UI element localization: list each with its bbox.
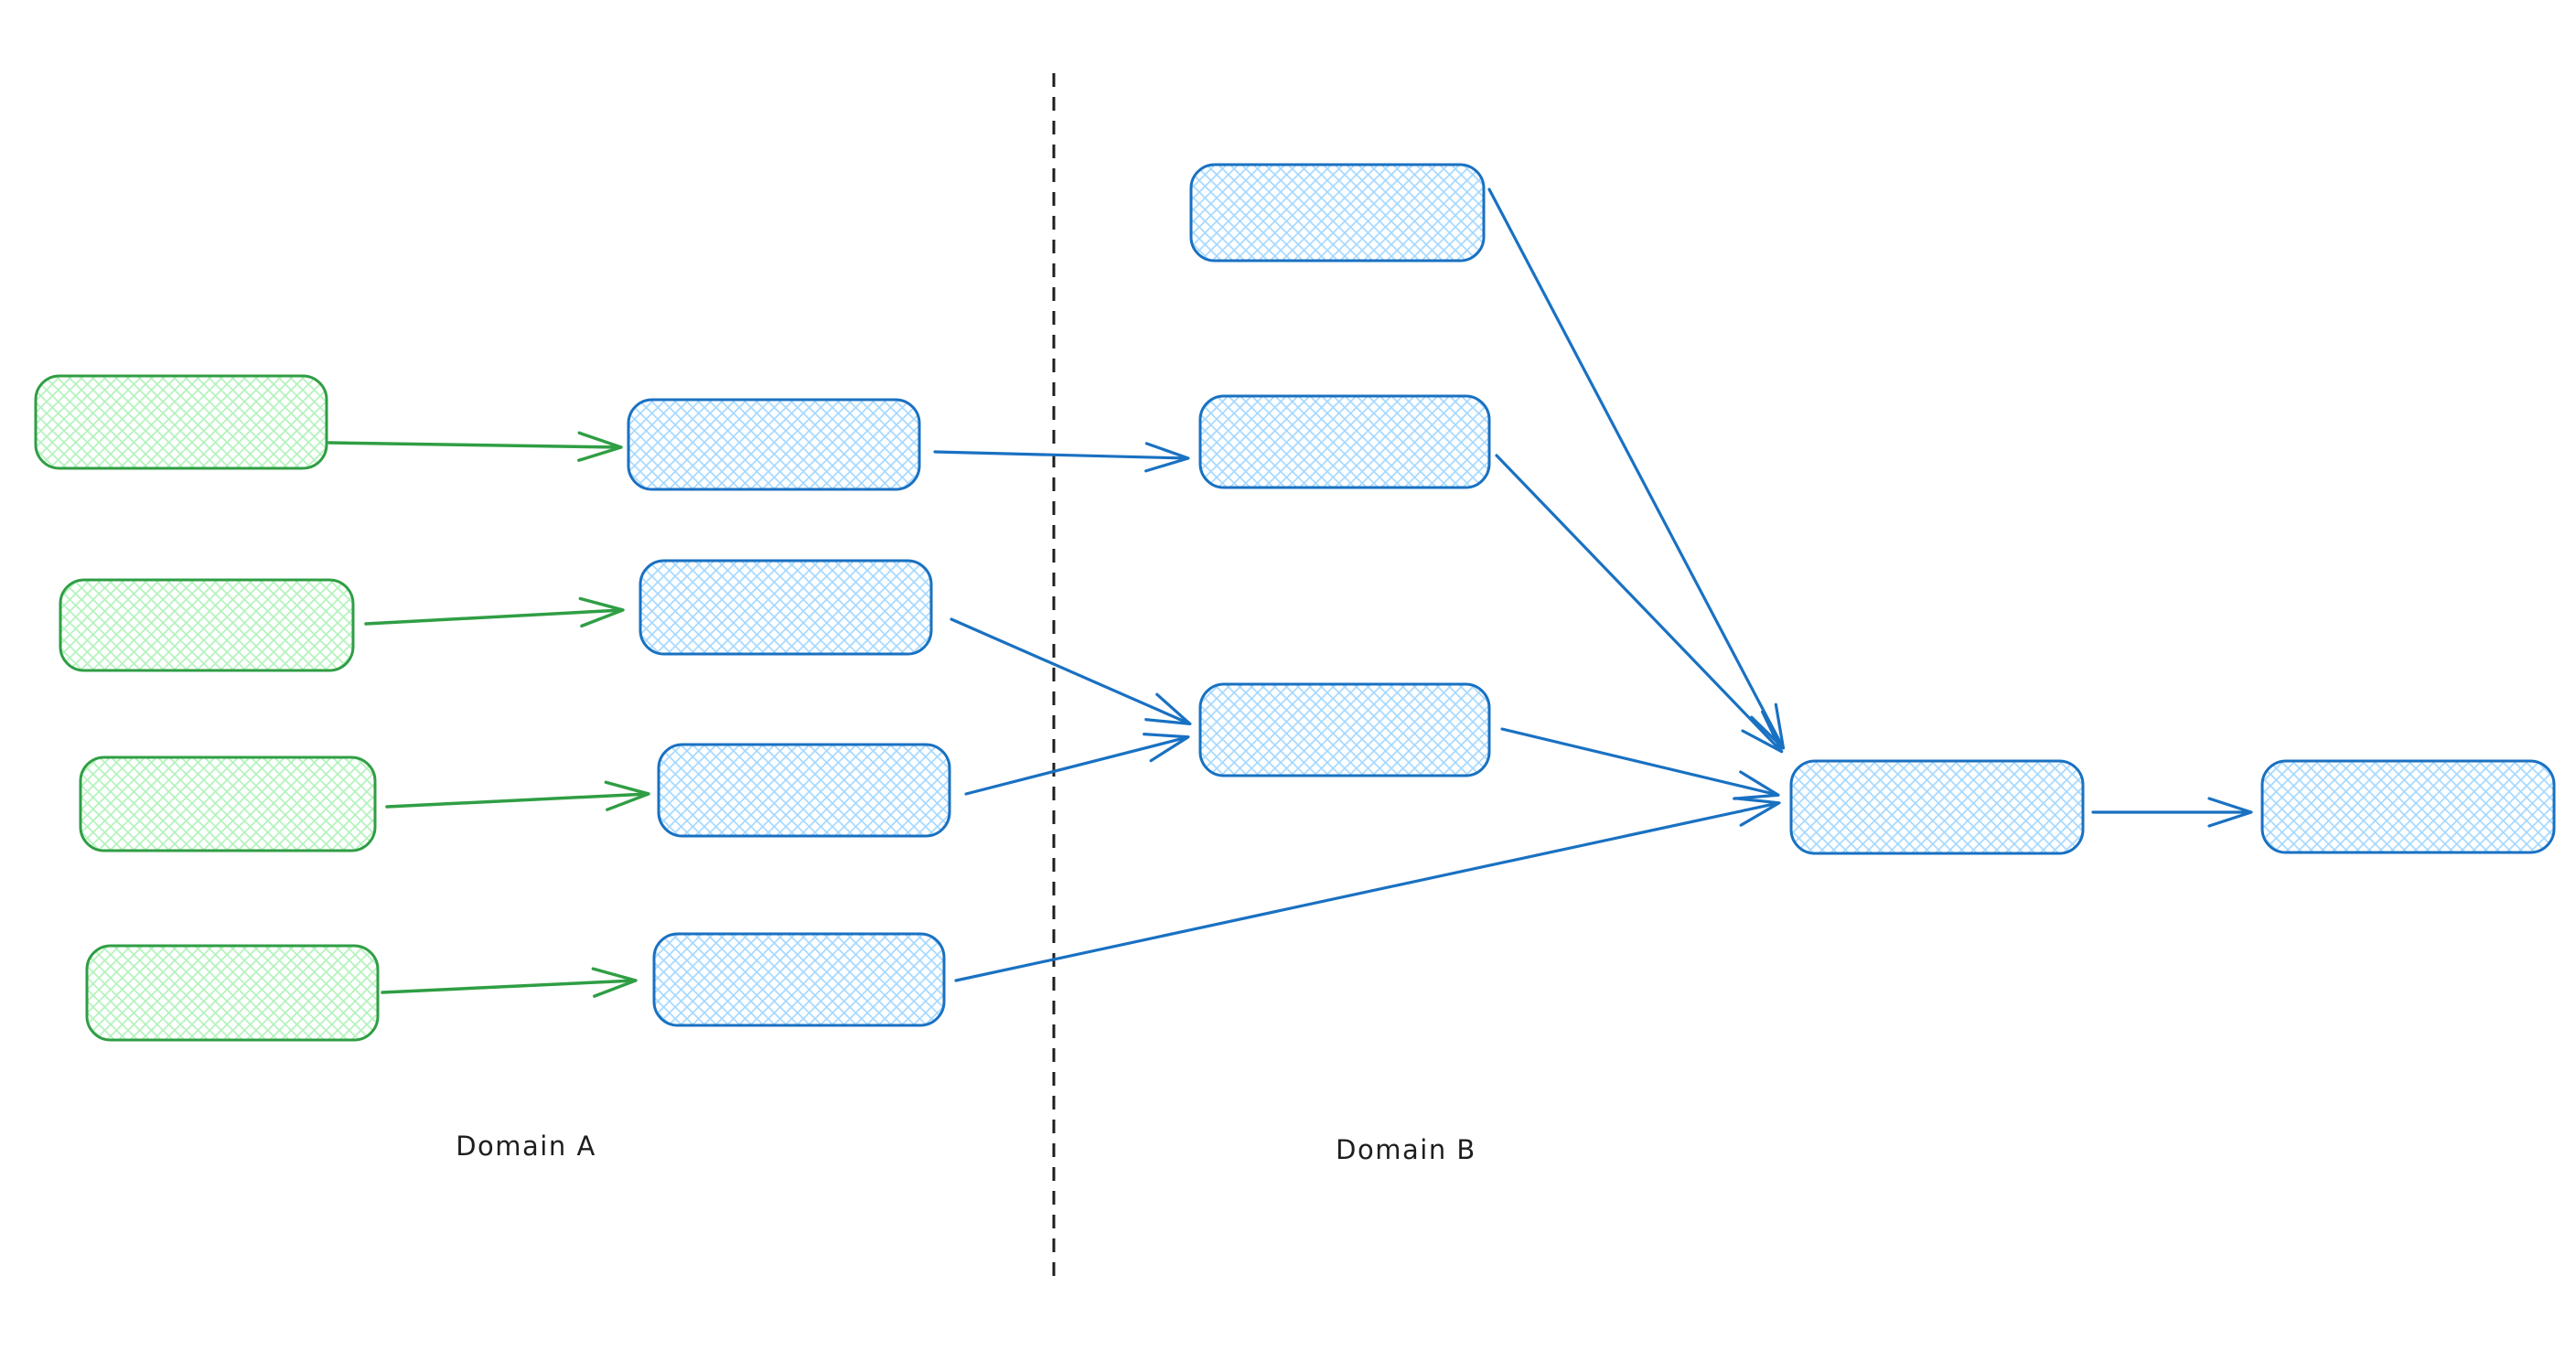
node-b-output bbox=[2260, 759, 2556, 854]
node-a-source-1 bbox=[34, 374, 328, 470]
node-a-source-3 bbox=[79, 756, 377, 852]
nodes-layer bbox=[34, 163, 2556, 1042]
edge-a-stage-3-to-b-node-3 bbox=[964, 733, 1190, 796]
edge-a-source-3-to-a-stage-3 bbox=[385, 780, 650, 811]
node-a-stage-2 bbox=[639, 559, 933, 656]
node-a-stage-1 bbox=[627, 398, 921, 491]
edges-layer bbox=[327, 73, 2253, 1281]
edge-a-stage-2-to-b-node-3 bbox=[950, 617, 1192, 726]
domain-b-label: Domain B bbox=[1336, 1134, 1476, 1165]
node-b-node-3 bbox=[1198, 682, 1491, 777]
node-a-source-2 bbox=[59, 578, 355, 672]
edge-b-node-1-to-b-merge bbox=[1487, 188, 1786, 750]
edge-a-stage-1-to-b-node-2 bbox=[933, 442, 1190, 473]
node-a-stage-4 bbox=[652, 932, 946, 1027]
node-b-node-1 bbox=[1189, 163, 1486, 263]
edge-a-source-4-to-a-stage-4 bbox=[381, 967, 638, 998]
edge-a-source-2-to-a-stage-2 bbox=[364, 596, 625, 628]
node-b-merge bbox=[1789, 759, 2085, 855]
domain-a-label: Domain A bbox=[456, 1131, 596, 1162]
edge-a-source-1-to-a-stage-1 bbox=[327, 431, 623, 462]
node-a-source-4 bbox=[85, 944, 380, 1042]
edge-b-node-2-to-b-merge bbox=[1495, 454, 1784, 754]
node-b-node-2 bbox=[1198, 394, 1491, 489]
node-a-stage-3 bbox=[657, 743, 951, 838]
edge-b-node-3-to-b-merge bbox=[1500, 727, 1780, 800]
edge-a-stage-4-to-b-merge bbox=[954, 797, 1781, 982]
